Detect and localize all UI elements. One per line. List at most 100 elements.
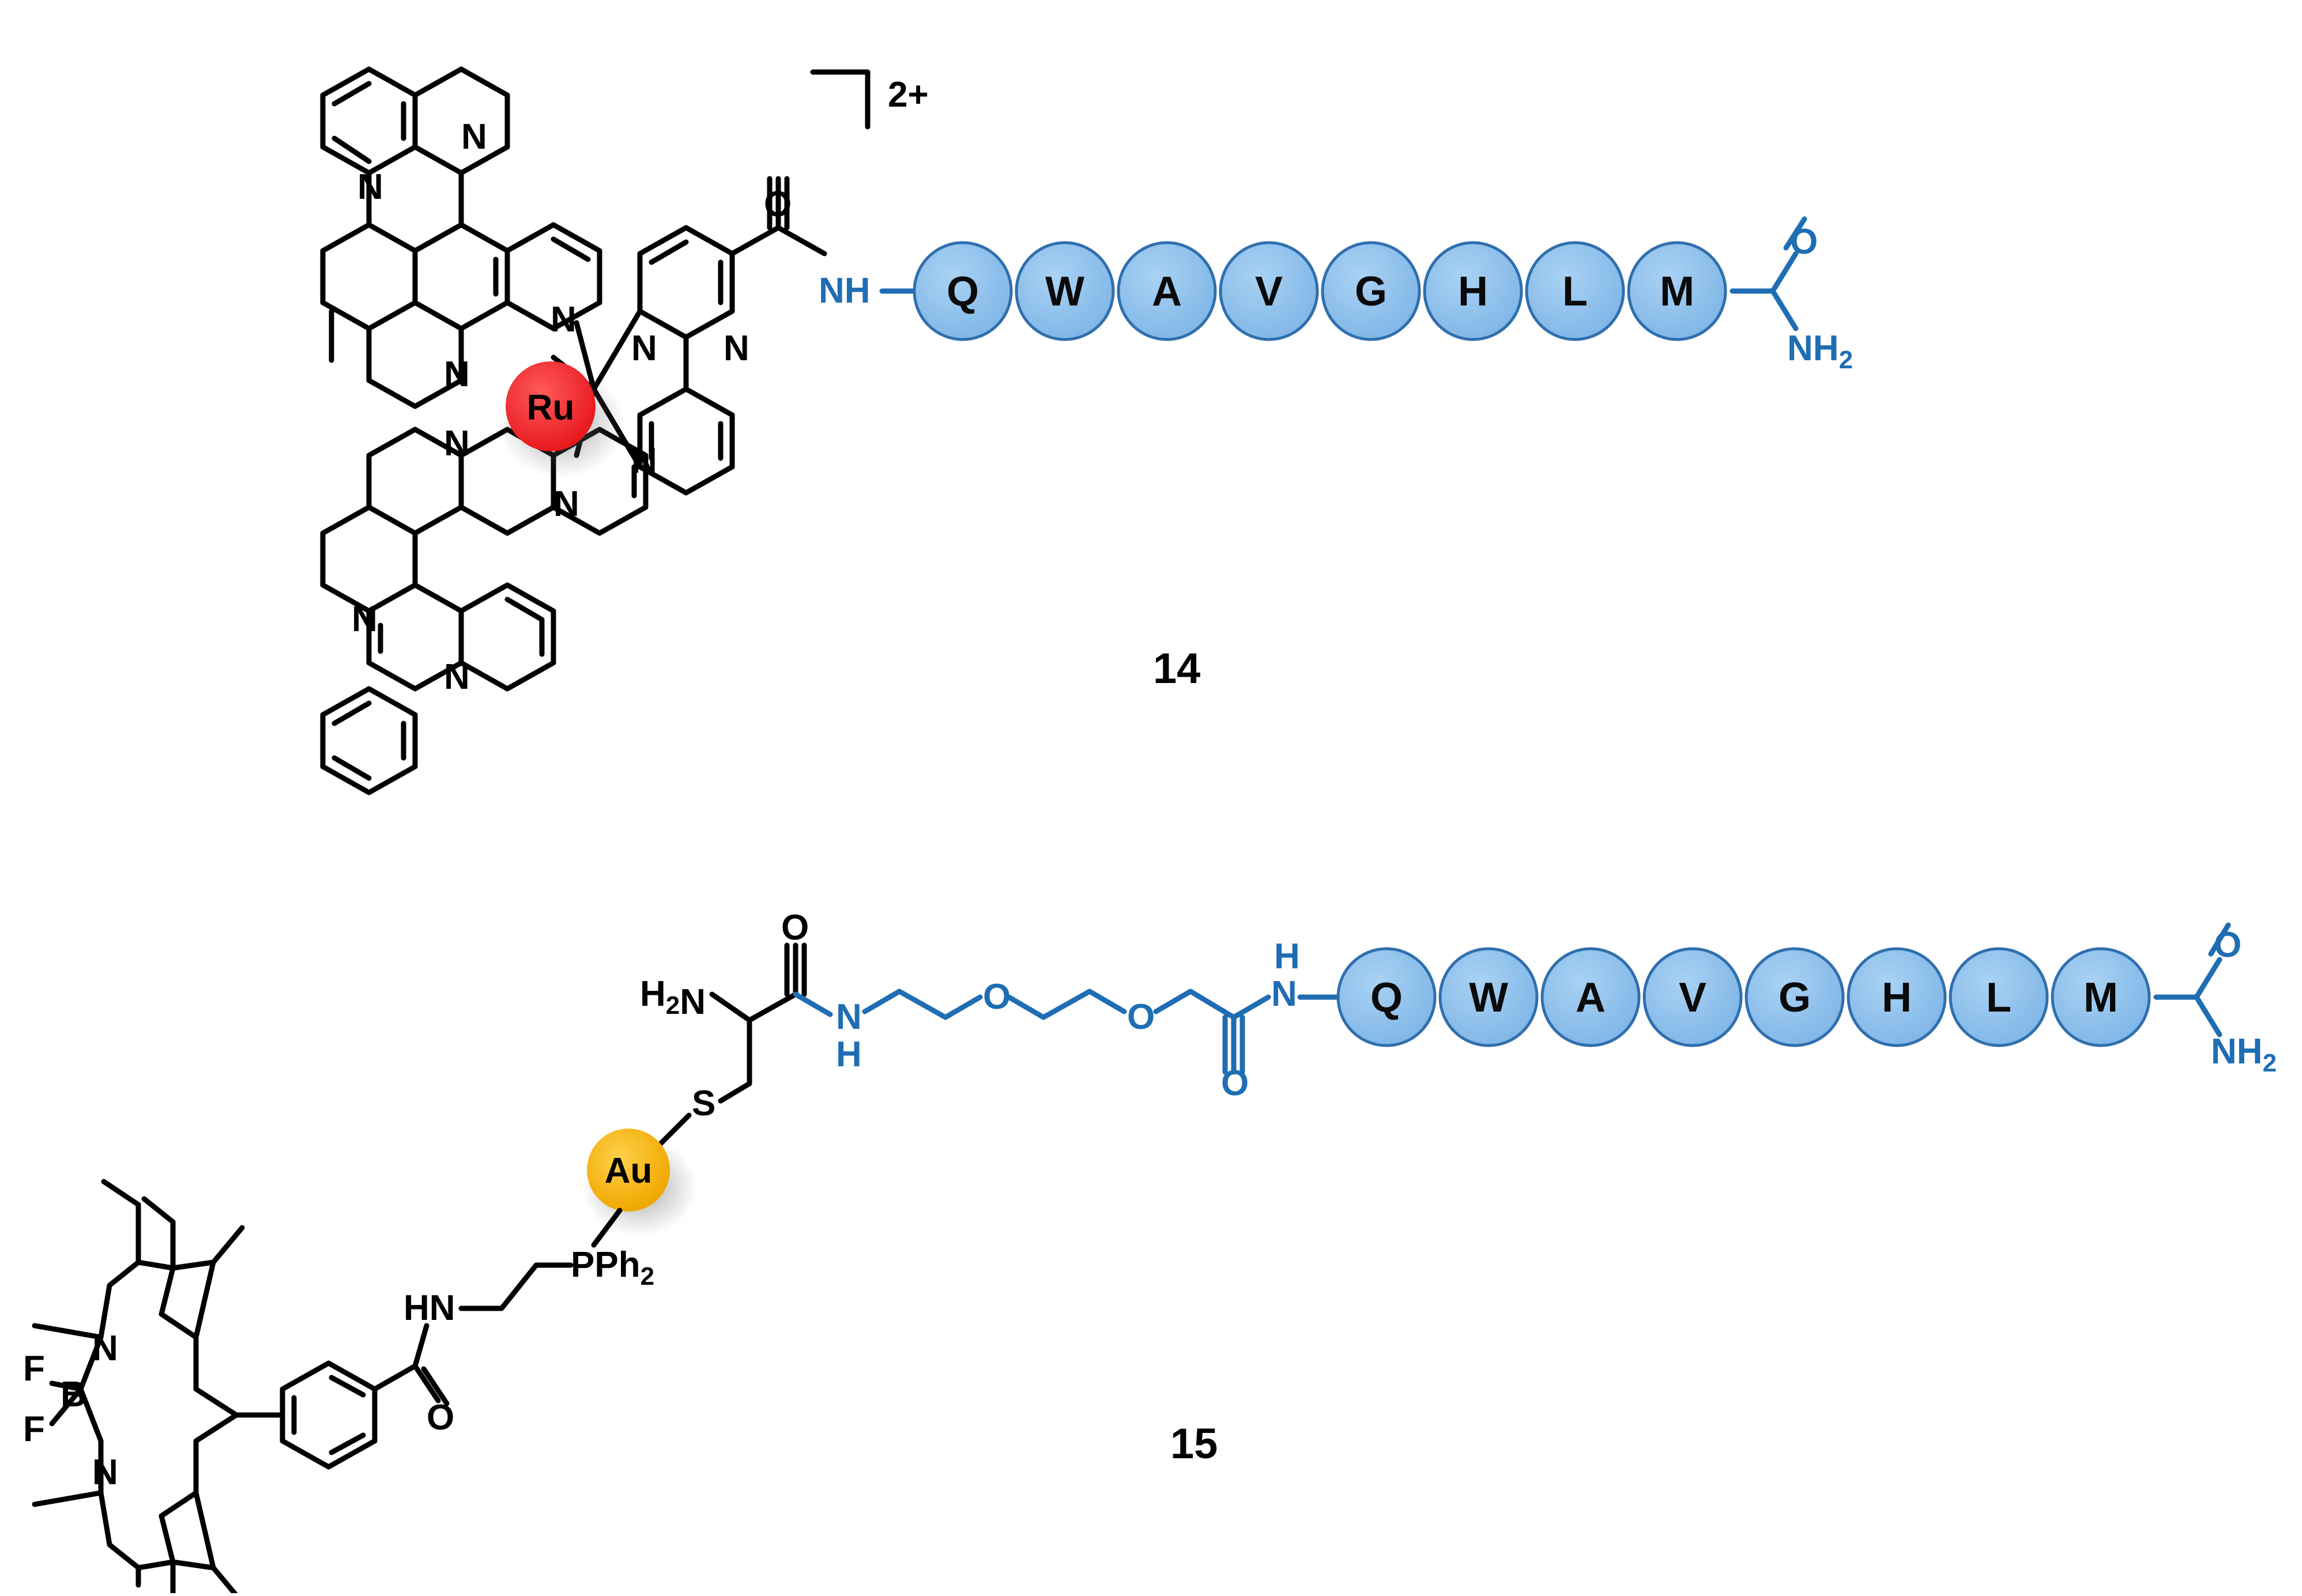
c-terminal-carbonyl-15: [2208, 922, 2231, 957]
residue-bead-w: [1438, 947, 1539, 1047]
cys-carbonyl-bond: [784, 942, 807, 997]
n-atom-5: N: [444, 424, 470, 463]
residue-bead-a: [1540, 947, 1641, 1047]
phosphine-label: PPh2: [571, 1245, 654, 1291]
cys-amine: H2N: [640, 974, 706, 1022]
residue-label-g: G: [1355, 269, 1387, 315]
charge-label: 2+: [888, 75, 929, 115]
residue-label-g: G: [1779, 975, 1811, 1021]
residue-bead-g: [1745, 947, 1845, 1047]
residue-label-l: L: [1986, 975, 2011, 1021]
residue-bead-l: [1525, 241, 1625, 341]
cys-backbone: [709, 942, 798, 1023]
bodipy-fluorine-1: F: [23, 1349, 45, 1389]
au-label: Au: [605, 1151, 653, 1191]
c-terminal-amide-15: [2153, 957, 2222, 1037]
ethyl-bridge: [458, 1262, 574, 1311]
compound-label-14: 14: [1153, 644, 1200, 692]
dppz-ligand-bottom: [320, 427, 649, 795]
linker-start: [793, 991, 833, 1017]
amide-carbonyl-15: [421, 1366, 450, 1406]
residue-label-v: V: [1679, 975, 1706, 1021]
amide-nh-14: NH: [819, 271, 871, 311]
n-atom-3: N: [444, 354, 470, 394]
n-atom-7: N: [352, 599, 378, 639]
residue-bead-w: [1015, 241, 1115, 341]
residue-bead-m: [2051, 947, 2151, 1047]
n-atom-1: N: [461, 117, 487, 157]
bodipy-fluorine-2: F: [23, 1409, 45, 1449]
residue-label-q: Q: [1370, 975, 1403, 1021]
bodipy-n-1: N: [92, 1329, 118, 1368]
phenyl-ring: [280, 1360, 378, 1470]
residue-label-v: V: [1255, 269, 1283, 315]
amide-oxygen-15: O: [427, 1398, 454, 1437]
terminal-nh2-14: NH2: [1787, 329, 1853, 374]
gold-atom: [587, 1129, 670, 1212]
residue-label-h: H: [1882, 975, 1912, 1021]
residue-label-h: H: [1458, 269, 1488, 315]
compound-label-15: 15: [1170, 1420, 1218, 1467]
n-atom-4: N: [551, 300, 577, 339]
residue-bead-q: [1336, 947, 1437, 1047]
residue-label-q: Q: [947, 269, 979, 315]
s-au-bond: [654, 1112, 692, 1150]
c-terminal-carbonyl-14: [1783, 216, 1807, 251]
phenyl-double-bonds: [291, 1375, 366, 1455]
residue-label-a: A: [1152, 269, 1182, 315]
compound-14: N N N N N N N N N: [320, 66, 1853, 795]
n-atom-8: N: [444, 657, 470, 697]
au-p-bond: [591, 1208, 623, 1248]
peg-segment-2: [1006, 988, 1127, 1020]
cys-side-chain: [718, 1017, 752, 1104]
n-atom-9: N: [631, 329, 657, 368]
cys-oxygen: O: [781, 908, 809, 948]
bodipy-core: [32, 1179, 245, 1596]
ether-oxygen-2: O: [1127, 997, 1155, 1037]
residue-bead-v: [1642, 947, 1743, 1047]
residue-label-m: M: [1660, 269, 1694, 315]
residue-label-w: W: [1045, 269, 1084, 315]
peg-segment-3: [1153, 988, 1237, 1075]
amide-hn-15: HN: [404, 1288, 455, 1328]
dppz-ligand-top: [320, 66, 602, 409]
n-atom-2: N: [357, 167, 383, 207]
linker-to-amide: [1231, 994, 1271, 1020]
linker-carbonyl-oxygen: O: [1221, 1063, 1249, 1103]
linker-amide-n: N: [1271, 974, 1297, 1014]
terminal-oxygen-15: O: [2214, 925, 2241, 965]
residue-bead-v: [1219, 241, 1319, 341]
bodipy-n-2: N: [92, 1452, 118, 1492]
n-atom-11: N: [631, 441, 657, 481]
residue-bead-g: [1321, 241, 1421, 341]
residue-label-a: A: [1576, 975, 1606, 1021]
residue-label-w: W: [1469, 975, 1508, 1021]
amide-bonds-15: [372, 1323, 441, 1403]
residue-label-m: M: [2084, 975, 2118, 1021]
residue-bead-l: [1949, 947, 2049, 1047]
carbonyl-oxygen-14: O: [764, 184, 792, 224]
residue-bead-m: [1627, 241, 1727, 341]
charge-bracket: [810, 69, 871, 130]
residue-bead-h: [1423, 241, 1523, 341]
residue-bead-h: [1847, 947, 1947, 1047]
residue-bead-a: [1117, 241, 1217, 341]
n-atom-6: N: [553, 484, 579, 524]
linker-amide-h: H: [1274, 937, 1300, 976]
linker-nh: N: [836, 997, 862, 1037]
ru-label: Ru: [527, 388, 575, 428]
terminal-oxygen-14: O: [1790, 222, 1818, 262]
linker-nh-h: H: [836, 1035, 862, 1074]
terminal-nh2-15: NH2: [2211, 1032, 2277, 1077]
ruthenium-atom: [506, 361, 596, 451]
residue-label-l: L: [1562, 269, 1588, 315]
c-terminal-amide-14: [1730, 251, 1799, 331]
ether-oxygen-1: O: [983, 977, 1011, 1017]
n-atom-10: N: [724, 329, 749, 368]
residue-bead-q: [913, 241, 1013, 341]
